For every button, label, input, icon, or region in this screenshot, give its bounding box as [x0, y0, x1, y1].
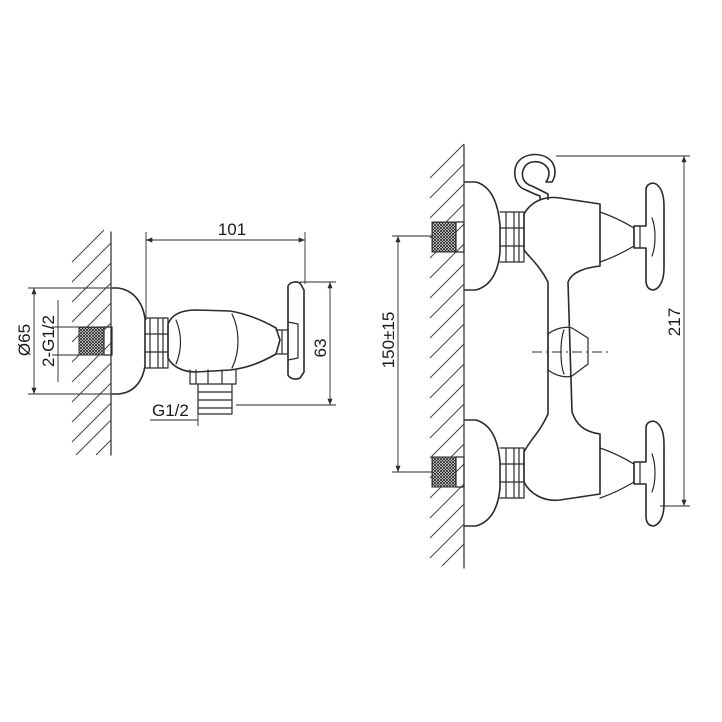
dim-diameter-label: Ø65 [15, 324, 34, 356]
front-shower-holder [513, 153, 556, 200]
dim-outlet-thread: G1/2 [150, 400, 199, 426]
front-rosette-bottom [464, 419, 501, 527]
front-inlet-nut-top [455, 221, 465, 253]
dim-63: 63 [236, 281, 336, 406]
front-handle-spindle-top [599, 211, 635, 263]
front-wall-hatch [429, 143, 465, 569]
dim-63-label: 63 [311, 339, 330, 358]
front-inlet-nut-bottom [455, 456, 465, 488]
side-handle [287, 281, 305, 380]
side-body-contour [231, 313, 239, 369]
front-handle-spindle-bottom [599, 447, 635, 499]
side-outlet-nut [189, 369, 237, 385]
front-view: 150±15 217 [379, 143, 690, 569]
dim-101-label: 101 [218, 220, 246, 239]
side-outlet-thread [197, 383, 233, 415]
side-inlet-nut [103, 326, 113, 356]
dim-inlet-thread-label: 2-G1/2 [39, 315, 58, 367]
dim-101: 101 [145, 220, 306, 320]
front-inlet-thread-top [431, 221, 457, 253]
front-eccentric-bottom [499, 447, 525, 499]
front-handle-bottom-detail [639, 453, 656, 493]
dim-150-label: 150±15 [379, 312, 398, 369]
front-rosette-top [464, 181, 501, 291]
front-handle-top [633, 182, 665, 291]
dim-outlet-thread-label: G1/2 [152, 401, 189, 420]
dim-217: 217 [556, 155, 690, 507]
side-valve-body [167, 309, 281, 373]
side-eccentric [144, 317, 169, 369]
dim-150: 150±15 [379, 235, 432, 473]
front-eccentric-top [499, 211, 525, 263]
dim-217-label: 217 [665, 308, 684, 336]
front-mixer-body [523, 196, 601, 502]
side-handle-hub [287, 321, 299, 361]
side-view: 101 63 Ø65 2-G1/2 G1/2 [15, 220, 336, 456]
side-rosette [112, 287, 146, 395]
side-inlet-thread [78, 326, 105, 356]
side-body-contour [175, 319, 182, 365]
dim-inlet-thread: 2-G1/2 [39, 300, 80, 382]
dim-diameter: Ø65 [15, 287, 116, 395]
front-outlet [547, 326, 589, 378]
front-handle-top-detail [639, 217, 656, 257]
front-handle-bottom [633, 420, 665, 527]
front-inlet-thread-bottom [431, 456, 457, 488]
